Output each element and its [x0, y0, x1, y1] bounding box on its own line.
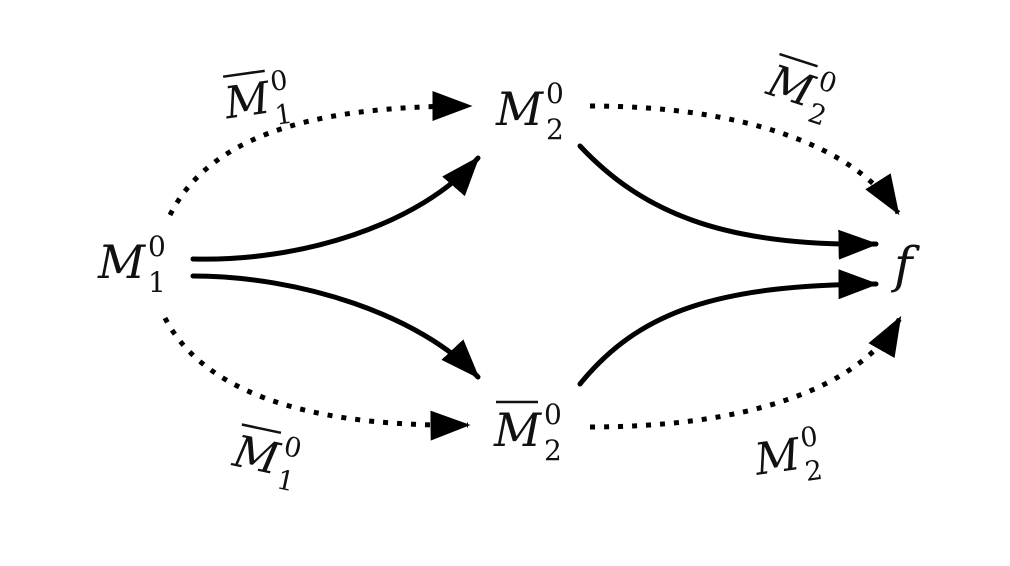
edge-label-bottom-left-sup: 0 — [281, 431, 304, 465]
node-m2-base: M — [495, 82, 545, 136]
dotted-arrow-m2bar-to-f — [589, 315, 903, 430]
node-m2-sub: 2 — [546, 113, 564, 146]
node-f: f — [890, 236, 920, 294]
edge-label-top-left-overline — [222, 69, 265, 78]
node-m1: M 0 1 — [97, 230, 166, 299]
edge-label-bottom-right: M 0 2 — [751, 421, 825, 488]
edge-label-top-left-sub: 1 — [273, 99, 294, 132]
edge-label-top-left: M 0 1 — [220, 65, 294, 132]
edge-label-top-left-sup: 0 — [268, 65, 289, 98]
dotted-arrow-m2-to-f — [589, 103, 901, 216]
edge-label-bottom-left-base: M — [228, 426, 285, 486]
edge-label-bottom-left-sub: 1 — [274, 464, 297, 498]
arrow-m1-to-m2bar — [190, 273, 481, 380]
node-m2-sup: 0 — [546, 77, 564, 110]
dotted-arrow-m1-to-m2 — [167, 91, 473, 217]
edge-label-top-right-overline — [779, 52, 818, 68]
edge-label-top-left-base: M — [220, 73, 274, 130]
edge-label-bottom-left-overline — [241, 423, 282, 435]
edge-label-top-right: M 0 2 — [760, 52, 841, 132]
node-f-label: f — [890, 236, 920, 294]
edge-label-bottom-right-sub: 2 — [803, 455, 824, 488]
arrow-m2-to-f — [577, 143, 879, 260]
node-m2bar-sup: 0 — [544, 398, 562, 431]
arrow-m1-to-m2 — [190, 155, 481, 262]
node-m2bar-sub: 2 — [544, 434, 562, 467]
edge-label-bottom-left: M 0 1 — [228, 423, 304, 498]
node-m1-base: M — [97, 235, 147, 289]
node-m1-sup: 0 — [148, 230, 166, 263]
edge-label-bottom-right-base: M — [751, 429, 805, 486]
node-m2bar: M 0 2 — [493, 398, 562, 467]
node-m2: M 0 2 — [495, 77, 564, 146]
node-m1-sub: 1 — [148, 266, 166, 299]
edge-label-bottom-right-sup: 0 — [798, 421, 819, 454]
node-m2bar-base: M — [493, 403, 543, 457]
arrow-m2bar-to-f — [577, 269, 879, 387]
